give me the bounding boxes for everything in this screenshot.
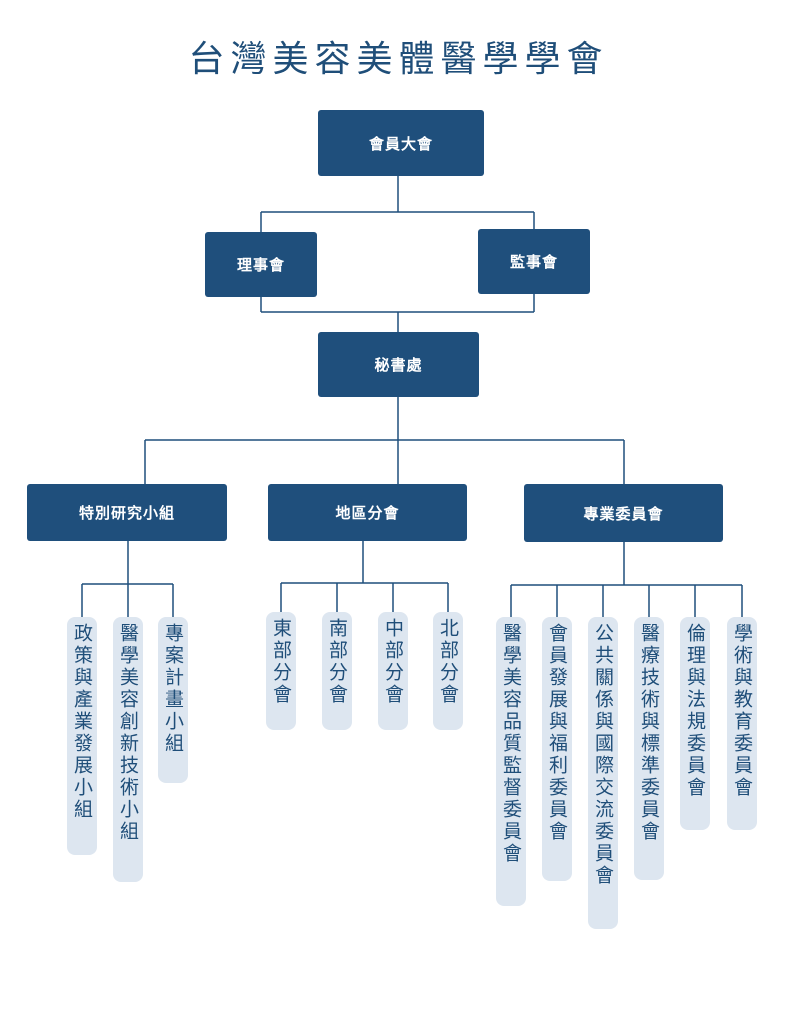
board-of-directors-label: 理事會 [236,256,285,274]
branch-box: 南部分會 [322,612,352,730]
board-of-supervisors-box: 監事會 [478,229,590,294]
committee-label: 醫療技術與標準委員會 [638,623,660,843]
branch-label: 北部分會 [437,618,459,706]
subgroup-box: 醫學美容創新技術小組 [113,617,143,882]
committee-box: 醫學美容品質監督委員會 [496,617,526,906]
regional-branches-label: 地區分會 [335,504,400,522]
subgroup-box: 政策與產業發展小組 [67,617,97,855]
branch-box: 中部分會 [378,612,408,730]
special-research-box: 特別研究小組 [27,484,227,541]
subgroup-label: 專案計畫小組 [162,623,184,755]
committee-box: 醫療技術與標準委員會 [634,617,664,880]
subgroup-box: 專案計畫小組 [158,617,188,783]
committees-box: 專業委員會 [524,484,723,542]
board-of-directors-box: 理事會 [205,232,317,297]
board-of-supervisors-label: 監事會 [509,253,558,271]
branch-label: 中部分會 [382,618,404,706]
committee-label: 會員發展與福利委員會 [546,623,568,843]
branch-label: 東部分會 [270,618,292,706]
regional-branches-box: 地區分會 [268,484,467,541]
secretariat-box: 秘書處 [318,332,479,397]
secretariat-label: 秘書處 [374,356,423,374]
subgroup-label: 醫學美容創新技術小組 [117,623,139,843]
general-assembly-label: 會員大會 [368,134,433,153]
committee-box: 會員發展與福利委員會 [542,617,572,881]
branch-label: 南部分會 [326,618,348,706]
branch-box: 東部分會 [266,612,296,730]
general-assembly-box: 會員大會 [318,110,484,176]
committee-label: 醫學美容品質監督委員會 [500,623,522,865]
committee-label: 倫理與法規委員會 [684,623,706,799]
committee-box: 倫理與法規委員會 [680,617,710,830]
committee-box: 公共關係與國際交流委員會 [588,617,618,929]
committee-box: 學術與教育委員會 [727,617,757,830]
subgroup-label: 政策與產業發展小組 [71,623,93,821]
page-title: 台灣美容美體醫學學會 [188,39,609,80]
special-research-label: 特別研究小組 [78,504,175,522]
committee-label: 學術與教育委員會 [731,623,753,799]
committee-label: 公共關係與國際交流委員會 [592,623,614,887]
committees-label: 專業委員會 [583,504,664,523]
branch-box: 北部分會 [433,612,463,730]
